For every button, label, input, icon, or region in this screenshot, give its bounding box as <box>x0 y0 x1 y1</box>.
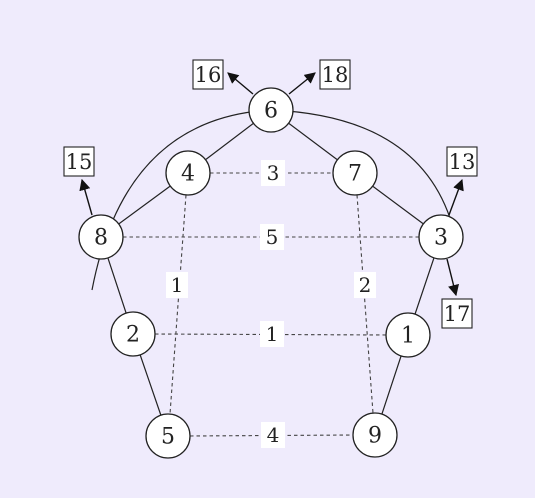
output-label: 15 <box>66 150 93 174</box>
graph-node: 4 <box>165 150 211 196</box>
weight-label-4-5: 1 <box>166 272 188 298</box>
node-label: 8 <box>94 226 108 251</box>
graph-node: 9 <box>352 412 398 458</box>
graph-node: 2 <box>110 311 156 357</box>
output-arrow-16 <box>227 72 254 95</box>
output-arrow-18 <box>288 72 316 95</box>
output-box-18: 18 <box>319 59 351 90</box>
output-box-16: 16 <box>192 59 224 90</box>
output-box-17: 17 <box>441 298 473 329</box>
node-label: 1 <box>401 324 415 349</box>
graph-node: 3 <box>418 214 464 260</box>
weight-text: 1 <box>171 273 184 297</box>
output-arrow-13 <box>448 178 464 216</box>
weight-text: 5 <box>266 225 279 249</box>
node-label: 4 <box>181 162 195 187</box>
node-label: 5 <box>161 425 175 450</box>
output-arrow-17 <box>446 258 459 297</box>
node-label: 3 <box>434 226 448 251</box>
output-label: 13 <box>449 150 476 174</box>
weight-label-5-9: 4 <box>261 422 285 448</box>
node-label: 6 <box>264 99 278 124</box>
weight-text: 1 <box>266 322 279 346</box>
graph-node: 8 <box>78 214 124 260</box>
node-label: 2 <box>126 323 140 348</box>
weight-text: 4 <box>267 423 280 447</box>
weight-label-4-7: 3 <box>261 160 285 186</box>
dashed-edge-5-9 <box>189 434 354 437</box>
graph-node: 1 <box>385 312 431 358</box>
weight-label-2-1: 1 <box>260 321 284 347</box>
output-label: 17 <box>444 302 471 326</box>
output-label: 16 <box>195 63 222 87</box>
dashed-edge-4-5 <box>169 194 187 415</box>
output-box-13: 13 <box>446 146 478 177</box>
dashed-edge-7-9 <box>356 194 374 414</box>
outer-arc <box>91 109 451 291</box>
output-box-15: 15 <box>63 146 95 177</box>
node-label: 7 <box>348 162 362 187</box>
graph-node: 6 <box>248 87 294 133</box>
graph-node: 5 <box>145 413 191 459</box>
graph-node: 7 <box>332 150 378 196</box>
weight-text: 3 <box>267 161 280 185</box>
output-label: 18 <box>322 63 349 87</box>
weight-text: 2 <box>359 273 372 297</box>
weight-label-7-9: 2 <box>354 272 376 298</box>
weight-label-8-3: 5 <box>260 224 284 250</box>
node-label: 9 <box>368 424 382 449</box>
output-arrow-15 <box>79 178 93 216</box>
